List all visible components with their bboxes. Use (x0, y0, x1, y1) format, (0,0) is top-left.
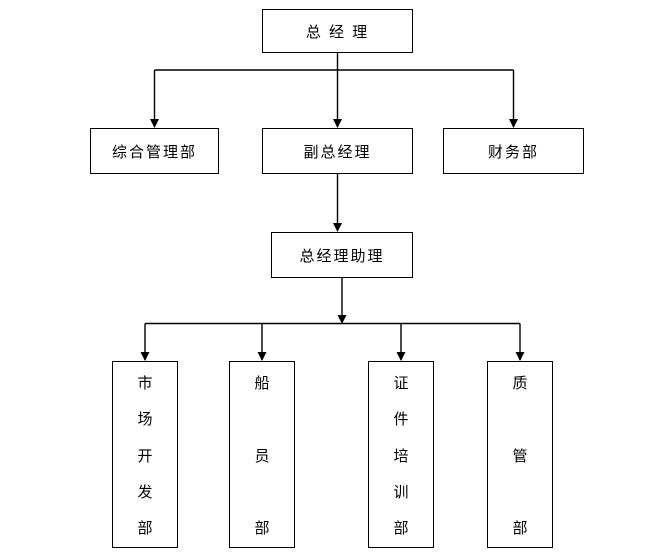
edges-gm-to-level2 (150, 53, 518, 128)
node-label: 财务部 (487, 143, 539, 161)
node-admin-dept: 综合管理部 (90, 128, 219, 174)
arrowhead (337, 315, 347, 324)
arrowhead (140, 352, 150, 361)
node-quality-dept: 质管部 (487, 361, 553, 548)
arrowhead (509, 119, 518, 128)
node-label: 证件培训部 (393, 375, 409, 537)
node-label: 副总经理 (303, 143, 372, 161)
arrowhead (396, 352, 406, 361)
node-label: 综合管理部 (111, 143, 197, 161)
node-label: 总经理助理 (299, 247, 385, 265)
node-gm-assistant: 总经理助理 (271, 232, 413, 278)
edge-deputy-to-assistant (333, 174, 342, 232)
arrowhead (257, 352, 267, 361)
node-market-dev-dept: 市场开发部 (112, 361, 178, 548)
arrowhead (333, 119, 342, 128)
arrowhead (150, 119, 159, 128)
node-label: 总 经 理 (305, 23, 370, 41)
node-label: 市场开发部 (137, 375, 153, 537)
node-label: 船员部 (254, 375, 270, 537)
node-deputy-gm: 副总经理 (262, 128, 413, 174)
arrowhead (515, 352, 525, 361)
node-crew-dept: 船员部 (229, 361, 295, 548)
node-label: 质管部 (512, 375, 528, 537)
node-cert-training-dept: 证件培训部 (368, 361, 434, 548)
node-finance-dept: 财务部 (443, 128, 584, 174)
arrowhead (333, 223, 342, 232)
edges-assistant-to-level4 (140, 278, 525, 361)
node-general-manager: 总 经 理 (262, 9, 413, 53)
